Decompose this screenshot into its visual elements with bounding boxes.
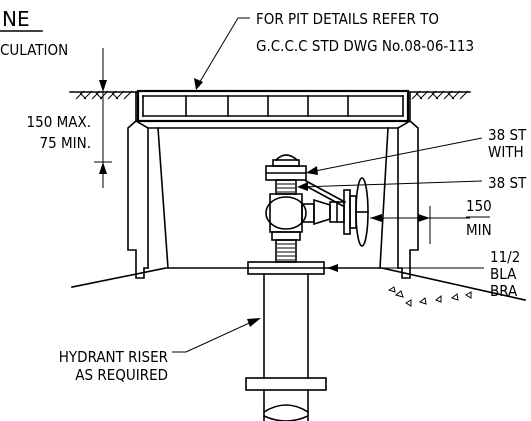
max-depth-label: 150 MAX. bbox=[27, 113, 91, 131]
ground-slope-right bbox=[381, 267, 526, 301]
fitting-b-label: 38 ST bbox=[488, 174, 527, 192]
fitting-b-leader bbox=[297, 180, 483, 191]
pit-details-note-line1: FOR PIT DETAILS REFER TO bbox=[256, 10, 439, 28]
hydrant-riser-pipe bbox=[245, 273, 327, 421]
hydrant-riser-line1: HYDRANT RISER bbox=[59, 348, 168, 366]
riser-note-leader bbox=[327, 264, 484, 272]
pit-details-note-line2: G.C.C.C STD DWG No.08-06-113 bbox=[256, 37, 474, 55]
pit-details-leader bbox=[194, 17, 250, 90]
riser-note-line1: 11/2 bbox=[490, 248, 520, 266]
depth-dimension bbox=[94, 48, 112, 188]
fitting-a-line1: 38 ST bbox=[488, 126, 527, 144]
pit-lid bbox=[136, 89, 410, 123]
clearance-unit: MIN bbox=[466, 221, 492, 239]
riser-note-line2: BLA bbox=[490, 265, 517, 283]
pit-body bbox=[127, 91, 419, 279]
hydrant-riser-line2: AS REQUIRED bbox=[75, 366, 168, 384]
subtitle-fragment: CULATION bbox=[0, 41, 68, 59]
gravel-symbols bbox=[387, 286, 472, 307]
riser-note-line3: BRA bbox=[490, 282, 518, 300]
ground-surface bbox=[69, 90, 471, 100]
ground-slope-left bbox=[71, 267, 167, 288]
min-depth-label: 75 MIN. bbox=[40, 134, 91, 152]
fitting-a-line2: WITH bbox=[488, 143, 524, 161]
fitting-a-leader bbox=[306, 137, 483, 175]
clearance-dimension bbox=[370, 206, 470, 244]
clearance-value: 150 bbox=[466, 197, 492, 215]
hydrant-riser-leader bbox=[172, 318, 261, 353]
title-fragment: NE bbox=[2, 7, 30, 31]
